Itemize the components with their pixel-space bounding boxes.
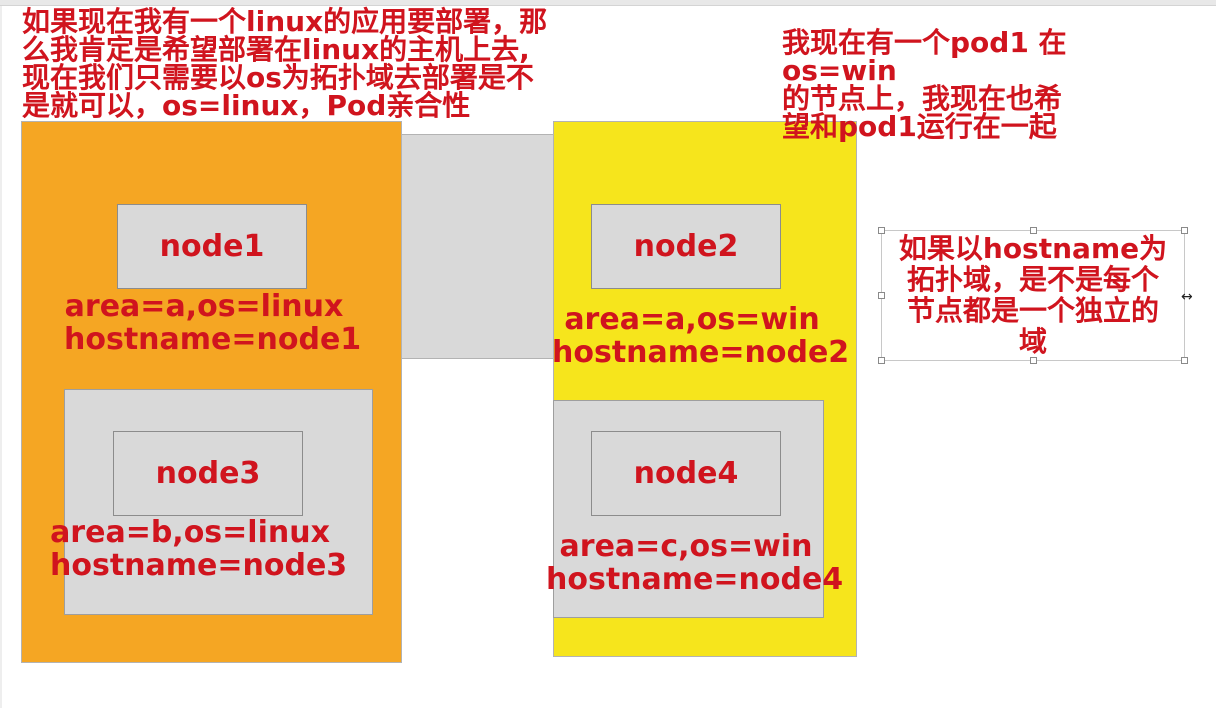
resize-handle-t[interactable] <box>1030 227 1037 234</box>
node1-box[interactable]: node1 <box>117 204 307 289</box>
node3-label-area: area=b,os=linux <box>50 515 330 550</box>
node2-box[interactable]: node2 <box>591 204 781 289</box>
node2-label-hostname: hostname=node2 <box>552 335 850 370</box>
window-top-border <box>0 0 1216 6</box>
note-left-line-3: 现在我们只需要以os为拓扑域去部署是不 <box>22 61 534 94</box>
note-right-line-1: 我现在有一个pod1 在 <box>782 26 1067 59</box>
node2-label-area: area=a,os=win <box>564 302 820 337</box>
hostname-note-line-3: 节点都是一个独立的 <box>906 294 1159 327</box>
hostname-note-line-2: 拓扑域，是不是每个 <box>906 263 1159 296</box>
note-left-line-2: 么我肯定是希望部署在linux的主机上去, <box>22 33 530 66</box>
note-pod1-win: 我现在有一个pod1 在 os=win 的节点上，我现在也希 望和pod1运行在… <box>782 29 1067 141</box>
node3-labels: area=b,os=linux hostname=node3 <box>50 515 348 583</box>
resize-handle-tr[interactable] <box>1181 227 1188 234</box>
node4-label-area: area=c,os=win <box>559 529 813 564</box>
resize-handle-br[interactable] <box>1181 357 1188 364</box>
resize-handle-l[interactable] <box>878 292 885 299</box>
window-left-border <box>0 6 2 708</box>
node4-name: node4 <box>633 456 739 491</box>
node1-labels: area=a,os=linux hostname=node1 <box>64 289 362 357</box>
note-right-line-2: os=win <box>782 54 897 87</box>
node2-name: node2 <box>633 229 739 264</box>
resize-handle-tl[interactable] <box>878 227 885 234</box>
note-right-line-4: 望和pod1运行在一起 <box>782 110 1057 143</box>
hostname-note-line-1: 如果以hostname为 <box>898 232 1168 265</box>
note-left-line-4: 是就可以，os=linux，Pod亲合性 <box>22 89 471 122</box>
note-right-line-3: 的节点上，我现在也希 <box>782 82 1063 115</box>
node4-box[interactable]: node4 <box>591 431 781 516</box>
node4-label-hostname: hostname=node4 <box>546 562 844 597</box>
resize-handle-b[interactable] <box>1030 357 1037 364</box>
node3-box[interactable]: node3 <box>113 431 303 516</box>
hostname-note[interactable]: 如果以hostname为 拓扑域，是不是每个 节点都是一个独立的 域 <box>885 233 1181 357</box>
resize-horizontal-icon: ↔ <box>1181 289 1193 305</box>
node3-name: node3 <box>155 456 261 491</box>
hostname-note-line-4: 域 <box>1018 325 1047 358</box>
node3-label-hostname: hostname=node3 <box>50 548 348 583</box>
node4-labels: area=c,os=win hostname=node4 <box>546 529 844 597</box>
node1-name: node1 <box>159 229 265 264</box>
node2-labels: area=a,os=win hostname=node2 <box>552 302 850 370</box>
node1-label-hostname: hostname=node1 <box>64 322 362 357</box>
middle-grey-zone[interactable] <box>401 134 554 359</box>
note-linux-affinity: 如果现在我有一个linux的应用要部署，那 么我肯定是希望部署在linux的主机… <box>22 8 547 120</box>
note-left-line-1: 如果现在我有一个linux的应用要部署，那 <box>22 5 548 38</box>
resize-handle-bl[interactable] <box>878 357 885 364</box>
node1-label-area: area=a,os=linux <box>64 289 344 324</box>
